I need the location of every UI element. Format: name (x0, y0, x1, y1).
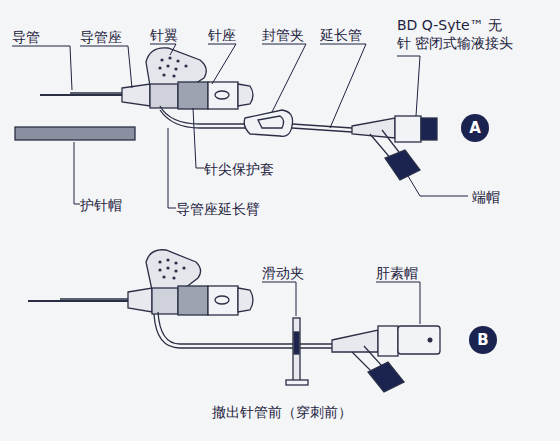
part-label: 延长管 (320, 26, 362, 44)
part-label: 导管座延长臂 (176, 200, 260, 218)
part-label: 端帽 (472, 188, 500, 206)
part-label: 护针帽 (80, 196, 122, 214)
part-label: 针尖保护套 (204, 160, 274, 178)
part-label: 肝素帽 (376, 264, 418, 282)
diagram-marker: B (469, 326, 497, 354)
part-label: 滑动夹 (262, 264, 304, 282)
caption: 撤出针管前（穿刺前） (212, 404, 352, 422)
part-label: 导管 (12, 28, 40, 46)
part-label: 针座 (208, 26, 236, 44)
part-label: 封管夹 (262, 26, 304, 44)
marker-letter: A (469, 119, 481, 137)
diagram-marker: A (461, 114, 489, 142)
part-label: 导管座 (80, 28, 122, 46)
part-label: 针翼 (150, 26, 178, 44)
marker-letter: B (477, 331, 488, 349)
part-label: BD Q-Syte™ 无针 密闭式输液接头 (397, 16, 515, 52)
